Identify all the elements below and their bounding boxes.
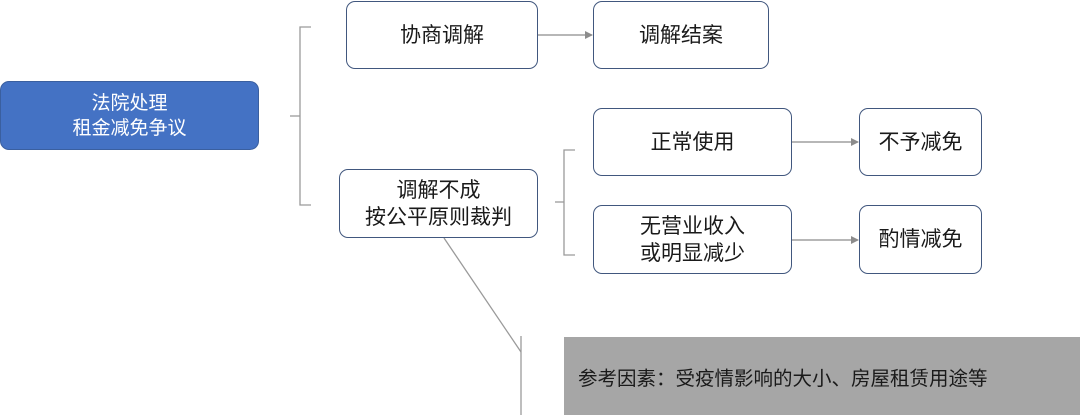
- root-bracket: [290, 26, 311, 206]
- judgment-bracket: [555, 149, 575, 256]
- no-reduction-node-label: 不予减免: [878, 129, 963, 154]
- normal-use-node: 正常使用: [593, 108, 792, 176]
- reference-factors-note: 参考因素：受疫情影响的大小、房屋租赁用途等: [564, 337, 1080, 415]
- no-income-node-line1: 无营业收入: [640, 213, 745, 238]
- mediation-node-label: 协商调解: [400, 22, 484, 47]
- case-closed-node: 调解结案: [593, 1, 769, 69]
- note-callout-line: [443, 237, 522, 415]
- root-node: 法院处理 租金减免争议: [0, 81, 259, 150]
- root-node-line2: 租金减免争议: [72, 116, 187, 139]
- root-node-line1: 法院处理: [91, 91, 168, 114]
- case-closed-node-label: 调解结案: [639, 22, 723, 47]
- discretionary-reduction-node-label: 酌情减免: [878, 227, 963, 251]
- mediation-failed-node: 调解不成 按公平原则裁判: [339, 169, 538, 238]
- mediation-node: 协商调解: [346, 1, 538, 69]
- no-reduction-node: 不予减免: [859, 108, 982, 176]
- no-income-node: 无营业收入 或明显减少: [593, 205, 792, 274]
- mediation-failed-node-line2: 按公平原则裁判: [365, 204, 512, 229]
- normal-use-node-label: 正常使用: [650, 129, 735, 154]
- discretionary-reduction-node: 酌情减免: [859, 205, 982, 274]
- mediation-failed-node-line1: 调解不成: [396, 177, 481, 202]
- no-income-node-line2: 或明显减少: [640, 240, 745, 265]
